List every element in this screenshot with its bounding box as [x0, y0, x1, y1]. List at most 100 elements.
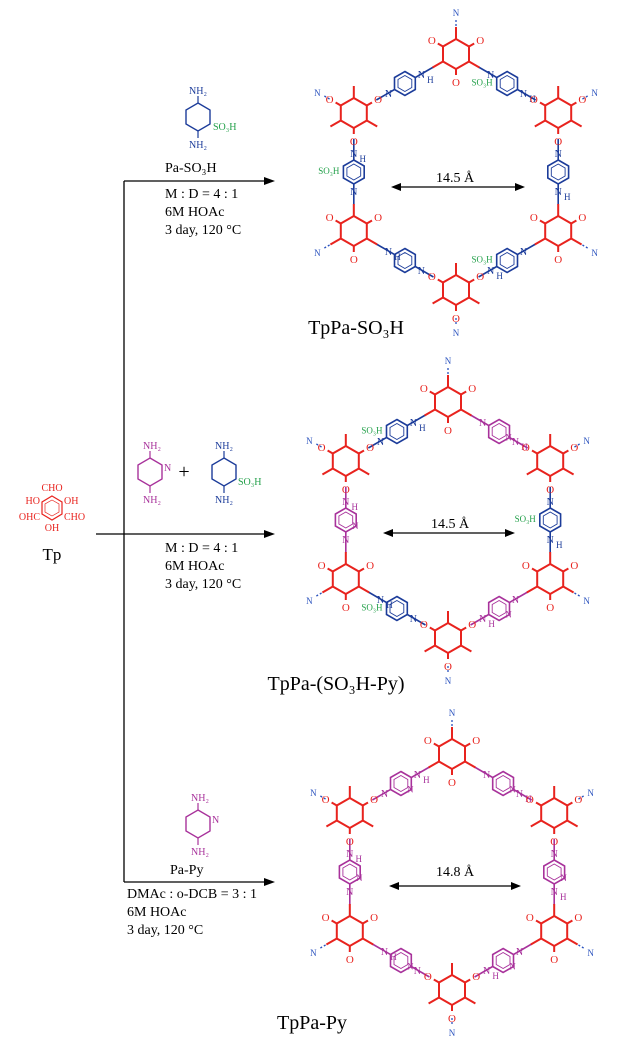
keto-oxygen: O	[428, 35, 436, 47]
imine-n: N	[377, 437, 384, 448]
keto-oxygen: O	[574, 794, 582, 806]
py-ring-n: N	[164, 463, 171, 474]
tp-unit: OOO	[522, 551, 578, 614]
imine-h: H	[427, 75, 434, 85]
end-bond-n: N	[314, 88, 321, 98]
keto-oxygen: O	[350, 136, 358, 148]
py-amine-bottom: NH₂	[143, 495, 161, 506]
route2-condition-3: 3 day, 120 °C	[165, 577, 241, 592]
keto-oxygen: O	[546, 484, 554, 496]
end-bond: N	[574, 592, 590, 606]
end-bond-n: N	[453, 328, 460, 338]
tp-sub-top-right: OH	[64, 496, 78, 507]
end-bond: N	[310, 944, 326, 958]
end-bond: N	[314, 244, 330, 258]
reaction-arrow-2	[124, 530, 275, 538]
pyridine-n: N	[560, 873, 567, 883]
imine-n: N	[414, 966, 421, 977]
keto-oxygen: O	[550, 836, 558, 848]
tp-ring-inner	[44, 499, 60, 517]
imine-n: N	[377, 595, 384, 606]
end-bond-n: N	[591, 88, 598, 98]
end-bond-n: N	[583, 596, 590, 606]
keto-oxygen: O	[322, 794, 330, 806]
keto-oxygen: O	[346, 836, 354, 848]
imine-n: N	[346, 887, 353, 898]
keto-oxygen: O	[318, 442, 326, 454]
keto-oxygen: O	[374, 212, 382, 224]
imine-n: N	[520, 89, 527, 100]
imine-n: N	[487, 266, 494, 277]
route3-conditions: Pa-Py DMAc : o-DCB = 3 : 1 6M HOAc 3 day…	[127, 863, 257, 938]
keto-oxygen: O	[342, 484, 350, 496]
keto-oxygen: O	[522, 560, 530, 572]
end-bond-n: N	[449, 1028, 456, 1038]
imine-n: N	[479, 614, 486, 625]
end-bond: N	[314, 88, 330, 100]
pyridine-n: N	[407, 785, 414, 795]
imine-n: N	[410, 418, 417, 429]
keto-oxygen: O	[526, 912, 534, 924]
imine-h: H	[352, 502, 359, 512]
pa-sulfo-group: SO₃H	[213, 122, 237, 133]
imine-h: H	[386, 600, 393, 610]
tp-unit: OOO	[318, 551, 374, 614]
route3-condition-4: 3 day, 120 °C	[127, 923, 203, 938]
keto-oxygen: O	[476, 271, 484, 283]
tp-unit: OOO	[326, 203, 382, 266]
keto-oxygen: O	[350, 254, 358, 266]
reagent-py-route2: NH₂ NH₂ N	[137, 441, 171, 506]
tp-label: Tp	[43, 545, 62, 564]
imine-n: N	[418, 266, 425, 277]
imine-n: N	[512, 437, 519, 448]
papy-ring-n: N	[212, 815, 219, 826]
tp-unit: OOO	[428, 263, 484, 325]
end-bond-n: N	[591, 248, 598, 258]
end-bond: N	[582, 88, 598, 100]
product-label-1: TpPa-SO₃H	[308, 317, 404, 339]
papy-amine-bottom: NH₂	[191, 847, 209, 858]
end-bond-n: N	[314, 248, 321, 258]
keto-oxygen: O	[554, 254, 562, 266]
imine-h: H	[419, 423, 426, 433]
keto-oxygen: O	[428, 271, 436, 283]
route3-condition-3: 6M HOAc	[127, 905, 187, 920]
imine-n: N	[381, 789, 388, 800]
pa-amine-top: NH₂	[189, 86, 207, 97]
end-bond: N	[453, 318, 460, 338]
keto-oxygen: O	[468, 619, 476, 631]
keto-oxygen: O	[550, 954, 558, 966]
imine-h: H	[521, 442, 528, 452]
tp-unit: OOO	[424, 963, 480, 1025]
imine-n: N	[483, 966, 490, 977]
keto-oxygen: O	[420, 619, 428, 631]
sulfonic-acid-group: SO₃H	[361, 426, 383, 436]
route2-condition-1: M : D = 4 : 1	[165, 541, 238, 556]
keto-oxygen: O	[526, 794, 534, 806]
imine-h: H	[560, 892, 567, 902]
tp-monomer: CHO HO OH OHC CHO OH Tp	[19, 483, 85, 564]
keto-oxygen: O	[476, 35, 484, 47]
pyridine-n: N	[509, 962, 516, 972]
keto-oxygen: O	[322, 912, 330, 924]
reagent-pa-route2: NH₂ NH₂ SO₃H	[211, 441, 262, 506]
reagent-pa-py: NH₂ NH₂ N	[185, 793, 219, 858]
imine-h: H	[556, 540, 563, 550]
end-bond: N	[578, 944, 594, 958]
imine-n: N	[418, 70, 425, 81]
pyridine-n: N	[505, 610, 512, 620]
tp-unit: OOO	[318, 433, 374, 496]
keto-oxygen: O	[448, 777, 456, 789]
end-bond-n: N	[587, 948, 594, 958]
imine-n: N	[516, 947, 523, 958]
imine-n: N	[350, 149, 357, 160]
end-bond: N	[310, 788, 326, 800]
end-bond-n: N	[310, 788, 317, 798]
tp-unit: OOO	[530, 85, 586, 148]
keto-oxygen: O	[522, 442, 530, 454]
